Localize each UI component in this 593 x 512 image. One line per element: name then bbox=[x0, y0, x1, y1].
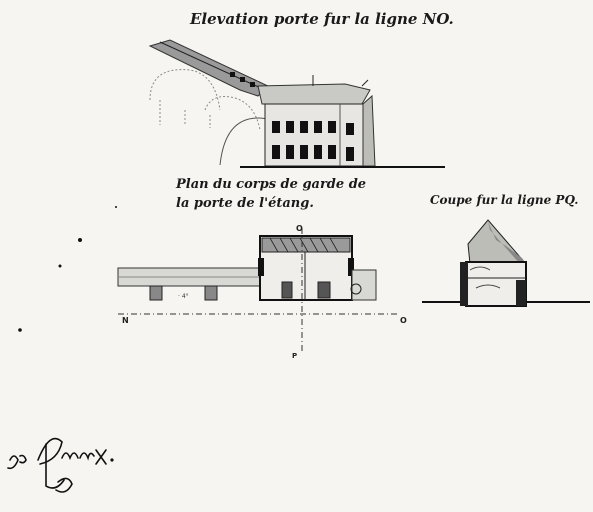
axis-label-o-top: O bbox=[296, 224, 303, 233]
elevation-arcades bbox=[149, 69, 261, 131]
elevation-view bbox=[148, 39, 445, 168]
plan-title: Plan du corps de garde de la porte de l'… bbox=[176, 175, 366, 213]
plan-view: · 4° bbox=[117, 228, 400, 352]
section-title: Coupe fur la ligne PQ. bbox=[430, 193, 579, 207]
axis-label-n: N bbox=[122, 316, 129, 325]
axis-label-o: O bbox=[400, 316, 407, 325]
section-view bbox=[422, 219, 590, 307]
svg-text:· 4°: · 4° bbox=[178, 293, 189, 300]
signature-image bbox=[7, 437, 114, 493]
plan-title-line1: Plan du corps de garde de bbox=[176, 177, 367, 192]
ink-dots bbox=[18, 206, 117, 332]
elevation-windows-lower bbox=[272, 145, 354, 161]
elevation-main-roof bbox=[257, 83, 371, 105]
plan-title-line2: la porte de l'étang. bbox=[176, 196, 314, 211]
plan-annex bbox=[351, 269, 377, 301]
elevation-roof-slope bbox=[148, 39, 269, 97]
elevation-title: Elevation porte fur la ligne NO. bbox=[190, 10, 454, 28]
elevation-windows-upper bbox=[272, 121, 354, 135]
axis-label-p-bottom: P bbox=[292, 352, 298, 360]
